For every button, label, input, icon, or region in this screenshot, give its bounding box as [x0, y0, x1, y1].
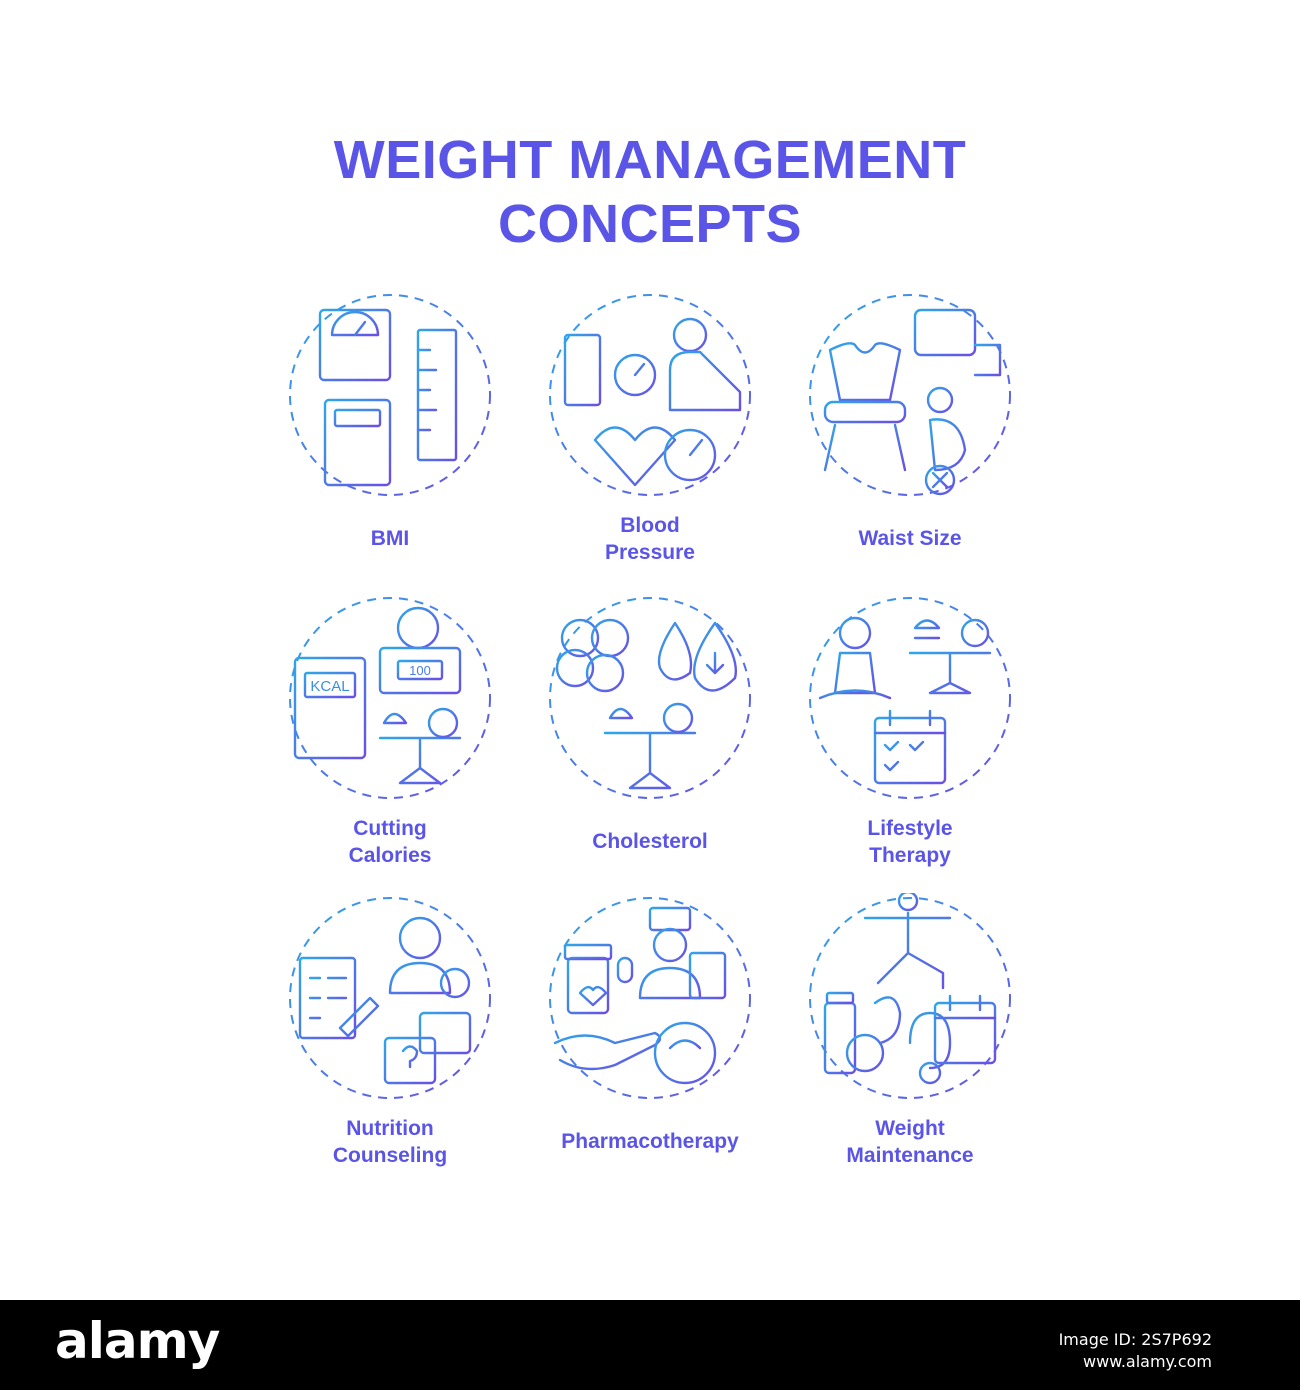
site-url: www.alamy.com [1083, 1352, 1212, 1371]
image-id: Image ID: 2S7P692 [1058, 1330, 1212, 1349]
scale-calculator-ruler-icon [289, 294, 491, 496]
tile-label: BMI [370, 527, 410, 550]
tile-label: Pharmacotherapy [561, 1130, 739, 1153]
title-line-2: CONCEPTS [497, 194, 803, 254]
meditation-calendar-icon [809, 597, 1011, 799]
kcal-scale-food-icon: KCAL 100 [289, 597, 491, 799]
cholesterol-drop-icon [549, 597, 751, 799]
tile-label: Cholesterol [592, 830, 708, 853]
dietitian-chat-icon [289, 897, 491, 1099]
scale-text: 100 [409, 663, 431, 678]
blood-pressure-monitor-icon [549, 294, 751, 496]
doctor-pills-icon [549, 897, 751, 1099]
brand-logo: alamy [55, 1312, 220, 1370]
kcal-text: KCAL [310, 678, 349, 695]
poster-canvas: WEIGHT MANAGEMENT CONCEPTS BMI B [0, 128, 1300, 1167]
page-title: WEIGHT MANAGEMENT CONCEPTS [0, 128, 1300, 256]
title-line-1: WEIGHT MANAGEMENT [333, 130, 967, 190]
tile-label: Waist Size [858, 527, 962, 550]
waist-measure-icon [809, 294, 1011, 496]
watermark-footer [0, 1300, 1300, 1390]
yoga-health-calendar-icon [809, 893, 1011, 1099]
